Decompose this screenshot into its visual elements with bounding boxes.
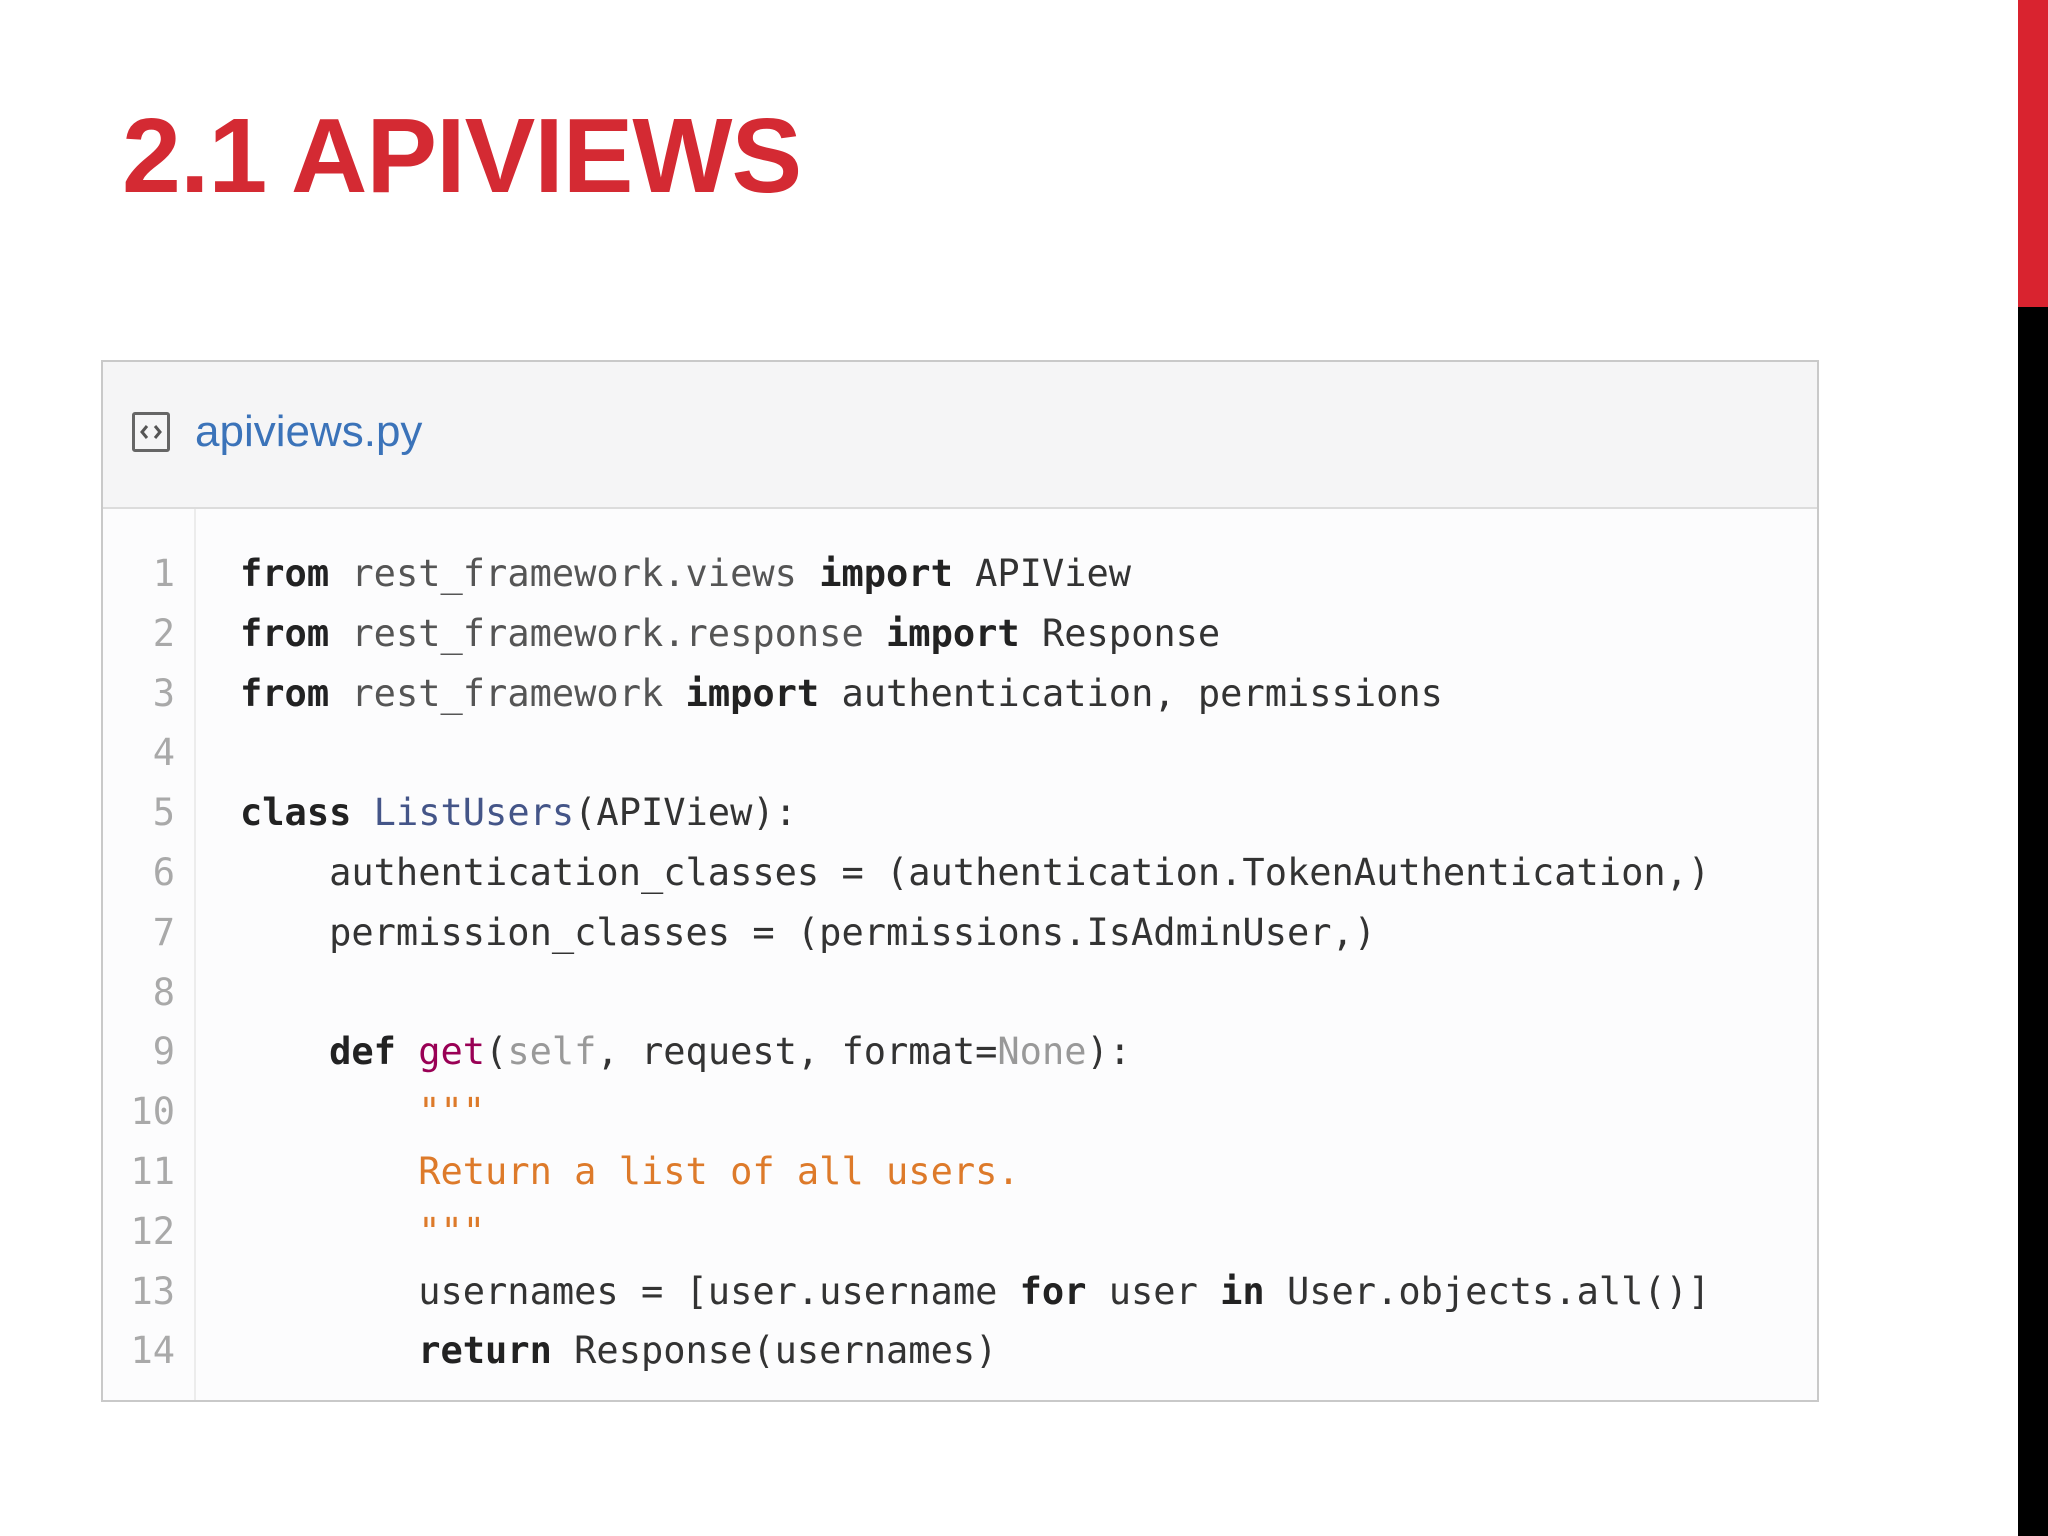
code-line: 1 from rest_framework.views import APIVie… (103, 552, 1817, 612)
line-number[interactable]: 4 (152, 731, 175, 775)
code-token: """ (418, 1090, 486, 1134)
code-token: return (418, 1329, 552, 1373)
line-number[interactable]: 3 (152, 671, 175, 715)
code-token (329, 612, 351, 655)
code-token (240, 1030, 329, 1073)
line-code: from rest_framework.views import APIView (240, 552, 1131, 596)
code-token: in (1220, 1269, 1265, 1313)
code-line: 8 (103, 971, 1817, 1031)
line-code: from rest_framework import authenticatio… (240, 672, 1443, 716)
line-number[interactable]: 14 (130, 1329, 175, 1373)
code-token (351, 791, 373, 834)
code-token (329, 552, 351, 595)
line-number[interactable]: 5 (152, 791, 175, 835)
code-token (240, 1090, 418, 1133)
code-line: 14 return Response(usernames) (103, 1329, 1817, 1389)
code-token (240, 1210, 418, 1253)
line-code: Return a list of all users. (240, 1149, 1020, 1194)
code-token: rest_framework.views (351, 552, 797, 595)
code-token (663, 672, 685, 715)
line-code: class ListUsers(APIView): (240, 791, 797, 835)
code-token (240, 1150, 418, 1193)
accent-bar-black (2018, 307, 2048, 1536)
line-number[interactable]: 8 (152, 970, 175, 1014)
line-number[interactable]: 1 (152, 552, 175, 595)
line-code: permission_classes = (permissions.IsAdmi… (240, 911, 1376, 955)
code-lines: 1 from rest_framework.views import APIVie… (103, 552, 1817, 1389)
line-number[interactable]: 12 (130, 1209, 175, 1253)
code-line: 5 class ListUsers(APIView): (103, 791, 1817, 851)
line-code: """ (240, 1210, 485, 1254)
code-token (864, 612, 886, 655)
code-token (797, 552, 819, 595)
code-token: Response(usernames) (551, 1329, 998, 1373)
code-token: permission_classes = (permissions.IsAdmi… (240, 910, 1377, 954)
code-token: APIView (952, 552, 1132, 595)
code-line: 12 """ (103, 1210, 1817, 1270)
line-number[interactable]: 6 (152, 850, 175, 894)
line-number-gutter (103, 509, 196, 1400)
code-token: self (507, 1030, 597, 1074)
code-token: get (418, 1030, 486, 1074)
line-number[interactable]: 11 (130, 1149, 175, 1193)
slide-title: 2.1 APIVIEWS (122, 97, 802, 215)
code-line: 9 def get(self, request, format=None): (103, 1030, 1817, 1090)
code-file-icon (132, 412, 170, 452)
code-line: 2 from rest_framework.response import Res… (103, 612, 1817, 672)
code-token: """ (418, 1209, 486, 1253)
line-number[interactable]: 9 (152, 1030, 175, 1074)
code-token: from (240, 552, 330, 595)
line-code: return Response(usernames) (240, 1329, 997, 1373)
line-code: from rest_framework.response import Resp… (240, 612, 1220, 656)
line-code: usernames = [user.username for user in U… (240, 1270, 1710, 1314)
code-token: user (1086, 1269, 1221, 1313)
accent-bar-red (2018, 0, 2048, 307)
line-code: def get(self, request, format=None): (240, 1030, 1131, 1074)
code-token: authentication_classes = (authentication… (240, 850, 1711, 894)
code-line: 13 usernames = [user.username for user i… (103, 1270, 1817, 1330)
code-token: rest_framework (351, 671, 664, 715)
line-number[interactable]: 10 (130, 1090, 175, 1134)
code-token: Return a list of all users. (418, 1149, 1020, 1193)
line-number[interactable]: 13 (130, 1269, 175, 1313)
code-line: 7 permission_classes = (permissions.IsAd… (103, 911, 1817, 971)
code-file-header: apiviews.py (103, 362, 1817, 509)
code-line: 3 from rest_framework import authenticati… (103, 672, 1817, 732)
code-token (240, 1329, 418, 1372)
code-line: 10 """ (103, 1090, 1817, 1150)
file-name-link[interactable]: apiviews.py (195, 407, 423, 456)
line-number[interactable]: 7 (152, 910, 175, 954)
code-line: 4 (103, 731, 1817, 791)
code-token: class (240, 791, 352, 835)
code-token: rest_framework.response (351, 611, 864, 655)
code-token: def (329, 1030, 396, 1074)
code-token: ( (485, 1030, 508, 1074)
code-token: import (819, 552, 953, 595)
code-panel: apiviews.py 1 from rest_framework.views i… (101, 360, 1819, 1402)
code-line: 6 authentication_classes = (authenticati… (103, 851, 1817, 911)
code-token: import (886, 611, 1020, 655)
code-token: import (685, 671, 820, 715)
code-token: User.objects.all()] (1264, 1269, 1711, 1313)
code-token: None (997, 1030, 1087, 1074)
line-code: """ (240, 1090, 485, 1134)
code-token: Response (1019, 611, 1221, 655)
line-number[interactable]: 2 (152, 611, 175, 655)
code-token: ): (1086, 1030, 1132, 1074)
code-token: from (240, 611, 330, 655)
code-token: ListUsers (373, 791, 575, 835)
code-token (329, 672, 351, 715)
code-token: for (1019, 1269, 1087, 1313)
code-line: 11 Return a list of all users. (103, 1150, 1817, 1210)
code-token: from (240, 671, 330, 715)
code-token: authentication, permissions (819, 671, 1443, 715)
code-token: usernames = [user.username (240, 1269, 1020, 1313)
code-token: , request, format= (596, 1030, 998, 1074)
code-token (396, 1030, 418, 1073)
code-token: (APIView): (574, 791, 797, 835)
line-code: authentication_classes = (authentication… (240, 851, 1710, 895)
